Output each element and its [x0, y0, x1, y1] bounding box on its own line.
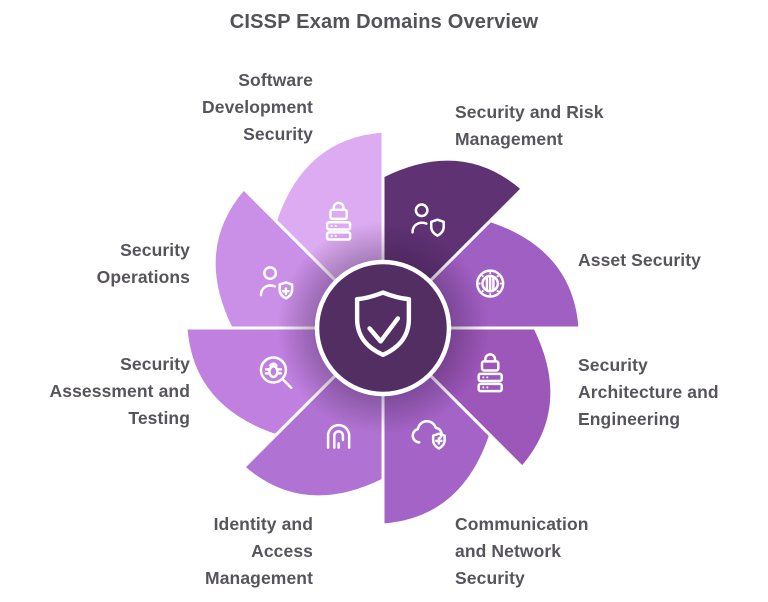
label-asset-security: Asset Security	[578, 250, 701, 270]
label-identity-and-access-management: Identity and Access Management	[205, 514, 313, 588]
label-security-and-risk-management: Security and Risk Management	[455, 102, 604, 149]
label-security-operations: Security Operations	[96, 240, 190, 287]
label-software-development-security: Software Development Security	[202, 70, 313, 144]
center-circle	[314, 259, 452, 397]
page-title: CISSP Exam Domains Overview	[229, 11, 539, 33]
label-communication-and-network-security: Communication and Network Security	[455, 514, 589, 588]
label-security-architecture-and-engineering: Security Architecture and Engineering	[578, 355, 719, 429]
label-security-assessment-and-testing: Security Assessment and Testing	[49, 354, 190, 428]
